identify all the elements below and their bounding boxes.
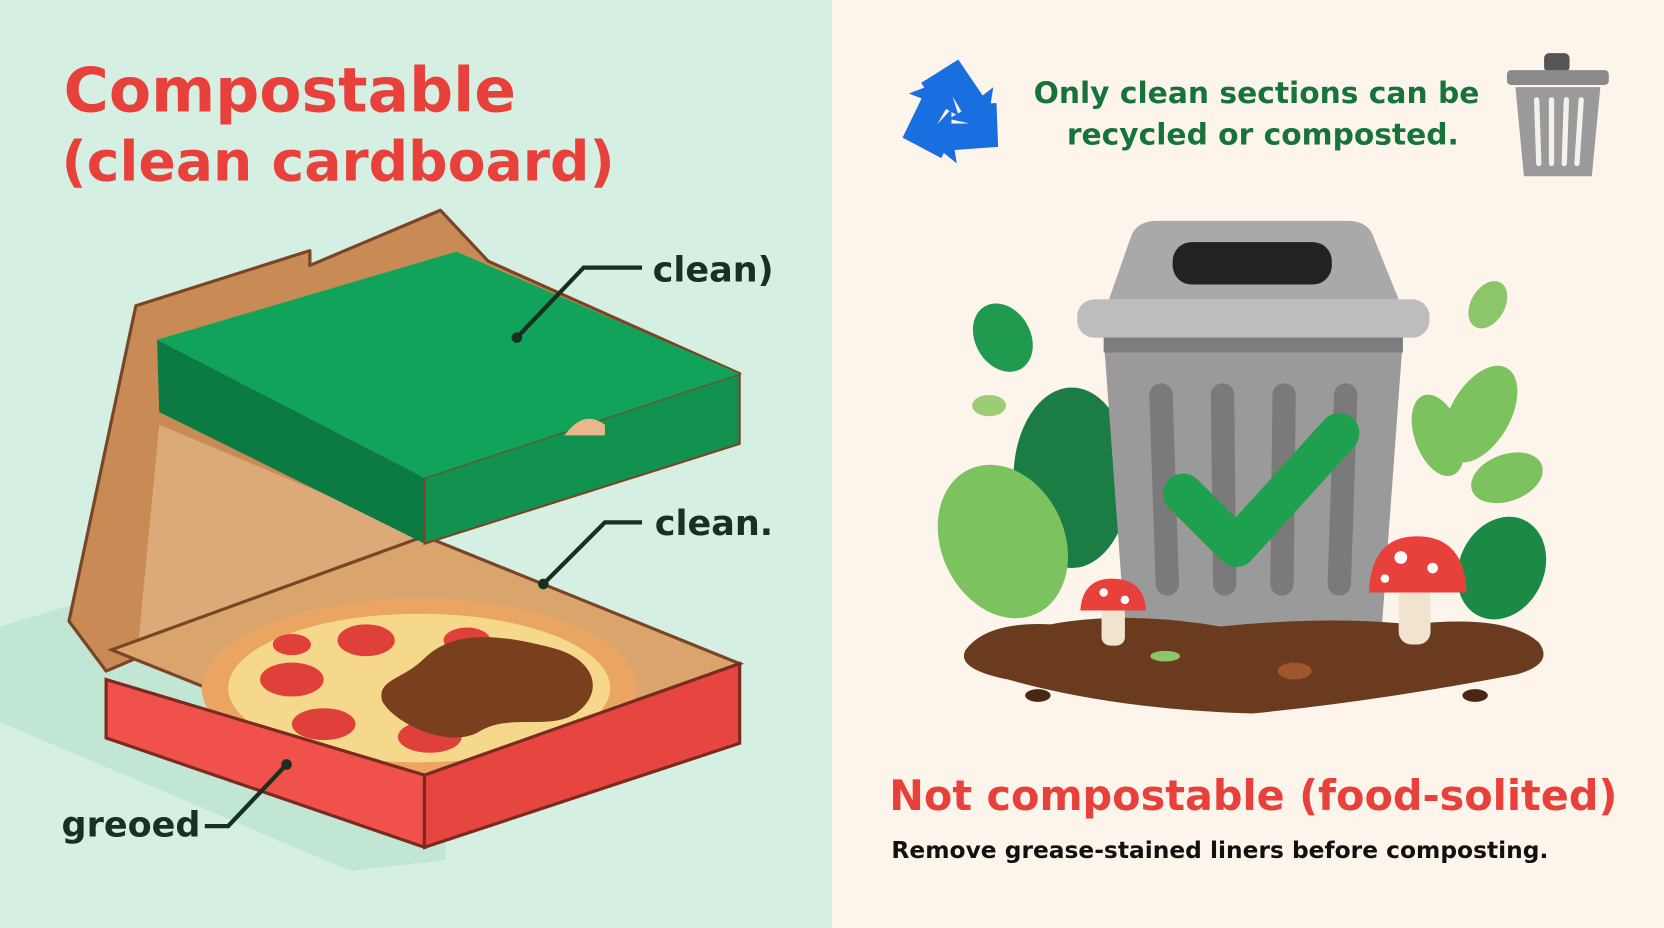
box-inner-wall — [137, 424, 425, 648]
label-greased: greoed — [62, 805, 201, 846]
checkmark-icon — [1163, 413, 1360, 567]
note-line-2: recycled or composted. — [1067, 117, 1459, 152]
compost-scene — [937, 220, 1547, 714]
soil-pebbles — [1025, 650, 1488, 702]
callout-greased: greoed — [62, 759, 292, 846]
leaves — [937, 281, 1547, 620]
label-clean-lid: clean) — [653, 249, 774, 290]
not-compostable-heading: Not compostable (food-solited) — [889, 772, 1617, 820]
remove-liners-text: Remove grease-stained liners before comp… — [891, 836, 1548, 864]
mushroom-right — [1368, 536, 1467, 645]
pizza-box-illustration — [67, 208, 745, 850]
lid-finger-notch — [564, 418, 605, 436]
grease-stain — [381, 637, 593, 738]
lid-left-face — [157, 339, 425, 544]
note-line-1: Only clean sections can be — [1034, 76, 1480, 111]
mushroom-left — [1080, 578, 1147, 646]
title-line-2: (clean cardboard) — [62, 130, 615, 194]
trash-bin — [1077, 220, 1430, 629]
recycle-icon — [902, 59, 999, 164]
box-front-right — [422, 661, 742, 850]
callout-box-inside: clean. — [538, 503, 773, 590]
trash-can-icon — [1506, 53, 1609, 177]
label-clean-inside: clean. — [655, 503, 773, 544]
title-line-1: Compostable — [64, 54, 516, 126]
callout-lid: clean) — [511, 249, 774, 343]
